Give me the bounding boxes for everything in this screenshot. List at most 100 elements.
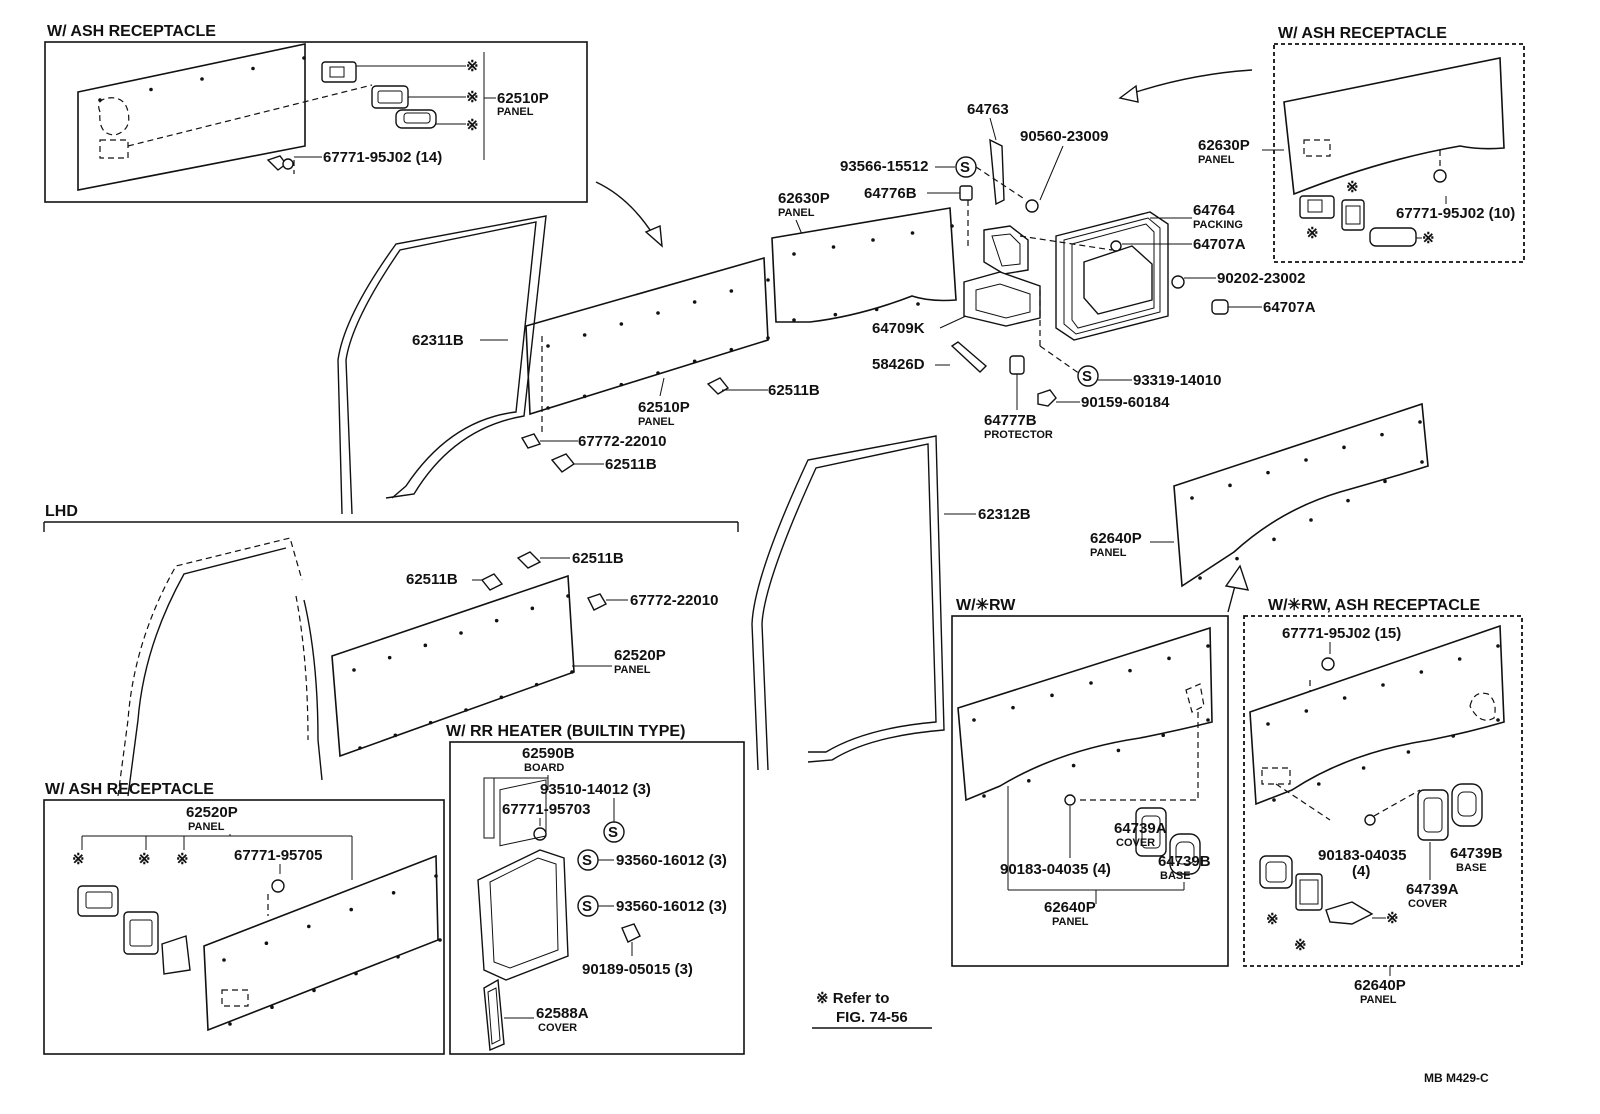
label-90189-05015: 90189-05015 (3) [582,961,693,978]
panel-hole [656,311,660,315]
asterisk-1: ※ [466,58,479,75]
panel-hole [1420,460,1424,464]
panel-hole [423,643,428,648]
label-64739B-b: 64739B [1450,845,1503,862]
panel-hole [1317,782,1321,786]
washer-90183-b [1364,814,1376,826]
panel-holes [98,56,1500,1026]
panel-hole [1089,681,1093,685]
label-62640P-a: 62640P [1090,530,1142,547]
label-64739B-a: 64739B [1158,853,1211,870]
ash-case-64709K [963,271,1041,327]
heater-board-62590B [477,779,569,981]
cap-64707A [1211,299,1229,315]
panel-hole [428,720,433,725]
panel-hole [391,891,396,895]
clip-90189 [621,923,641,943]
label-67772-22010-a: 67772-22010 [578,433,666,450]
panel-hole [1346,498,1350,503]
screw-90159 [1037,389,1057,407]
lhd-weatherstrip-right [303,599,323,781]
s-symbol-93510 [603,821,625,843]
ash-receptacle-box [983,225,1029,275]
label-93510-14012: 93510-14012 (3) [540,781,651,798]
panel-hole [874,307,879,312]
label-62511B-b: 62511B [605,456,657,473]
panel-hole [582,394,587,399]
label-64707A-b: 64707A [1263,299,1316,316]
panel-hole [916,302,920,306]
panel-hole [833,312,838,317]
ash-clip-bl [77,885,119,917]
label-refer-to: ※ Refer to [816,990,889,1007]
heading-ash-top-right: W/ ASH RECEPTACLE [1278,25,1447,42]
panel-62520P-lhd [331,574,575,758]
group-ash-receptacle-top-right: W/ ASH RECEPTACLE 62630P PANEL 67771-95J… [1118,25,1525,263]
panel-hole [459,631,463,635]
panel-hole [972,718,976,722]
heading-lhd: LHD [45,503,78,520]
label-62511B-c: 62511B [572,550,624,567]
label-62640P-b: 62640P [1044,899,1096,916]
label-67771-95J02-14: 67771-95J02 (14) [323,149,442,166]
ash-tray-1 [371,85,409,109]
panel-hole [1419,670,1424,674]
label-62640P-c: 62640P [1354,977,1406,994]
panel-hole [1235,556,1239,561]
panel-hole [302,56,306,60]
label-panel-640a: PANEL [1090,547,1127,559]
panel-hole [534,682,539,687]
curved-arrow-right [1129,69,1253,95]
s-symbol-93560-b-text: S [582,898,592,915]
label-panel-tr: PANEL [1198,154,1235,166]
panel-hole [1011,705,1015,710]
group-ash-receptacle-bottom-left: W/ ASH RECEPTACLE 62520P PANEL ※ ※ ※ 677… [43,781,445,1055]
label-62311B: 62311B [412,332,464,349]
group-rw: W/✳RW 64739A COVER 64739B BASE 90183-040… [951,597,1229,967]
group-ash-assembly-center: 64763 90560-23009 93566-15512 S 64776B 6… [840,101,1316,441]
panel-hole [1304,458,1308,462]
panel-hole [1198,576,1202,580]
lhd-weatherstrip-inner [127,547,287,797]
label-panel-a: PANEL [497,106,534,118]
panel-hole [1381,683,1385,687]
panel-hole [1361,766,1366,770]
panel-hole [307,924,311,929]
frame-rr-heater [449,741,745,1055]
bracket-64763 [989,138,1005,206]
panel-hole [149,87,153,92]
panel-hole [464,708,468,712]
panel-hole [387,655,392,660]
ash-clip-rw [1259,855,1293,889]
washer-90183-a [1064,794,1076,806]
panel-hole [792,318,796,322]
clip-67771-95705 [267,879,285,916]
panel-hole [1161,733,1165,737]
label-panel-640b: PANEL [1052,916,1089,928]
label-90202-23002: 90202-23002 [1217,270,1305,287]
group-rr-heater: W/ RR HEATER (BUILTIN TYPE) 62590B BOARD… [446,723,745,1055]
label-90183-04035-b-qty: (4) [1352,863,1370,880]
panel-hole [1272,798,1276,802]
panel-hole [264,941,269,945]
panel-hole [582,333,587,337]
label-58426D: 58426D [872,356,925,373]
label-64739A-a: 64739A [1114,820,1167,837]
panel-hole [352,668,356,672]
group-front-panels: 62630P PANEL 62510P PANEL 62511B 67772-2… [520,190,957,473]
panel-hole [792,252,796,256]
label-panel-520a: PANEL [614,664,651,676]
label-90159-60184: 90159-60184 [1081,394,1170,411]
group-lhd: LHD 62520P PANEL 62511B 62511B 67772-220… [43,503,739,797]
cover-64739A-a [1135,807,1167,857]
panel-hole [1190,496,1194,500]
panel-hole [1451,734,1455,738]
panel-hole [1380,432,1384,437]
ash-clip-1 [321,61,357,83]
panel-hole [1266,722,1270,726]
panel-hole [530,606,535,611]
panel-hole [1027,779,1031,783]
s-symbol-93319 [1077,365,1099,387]
asterisk-5: ※ [1306,225,1319,242]
panel-62510P-mid [525,256,769,416]
